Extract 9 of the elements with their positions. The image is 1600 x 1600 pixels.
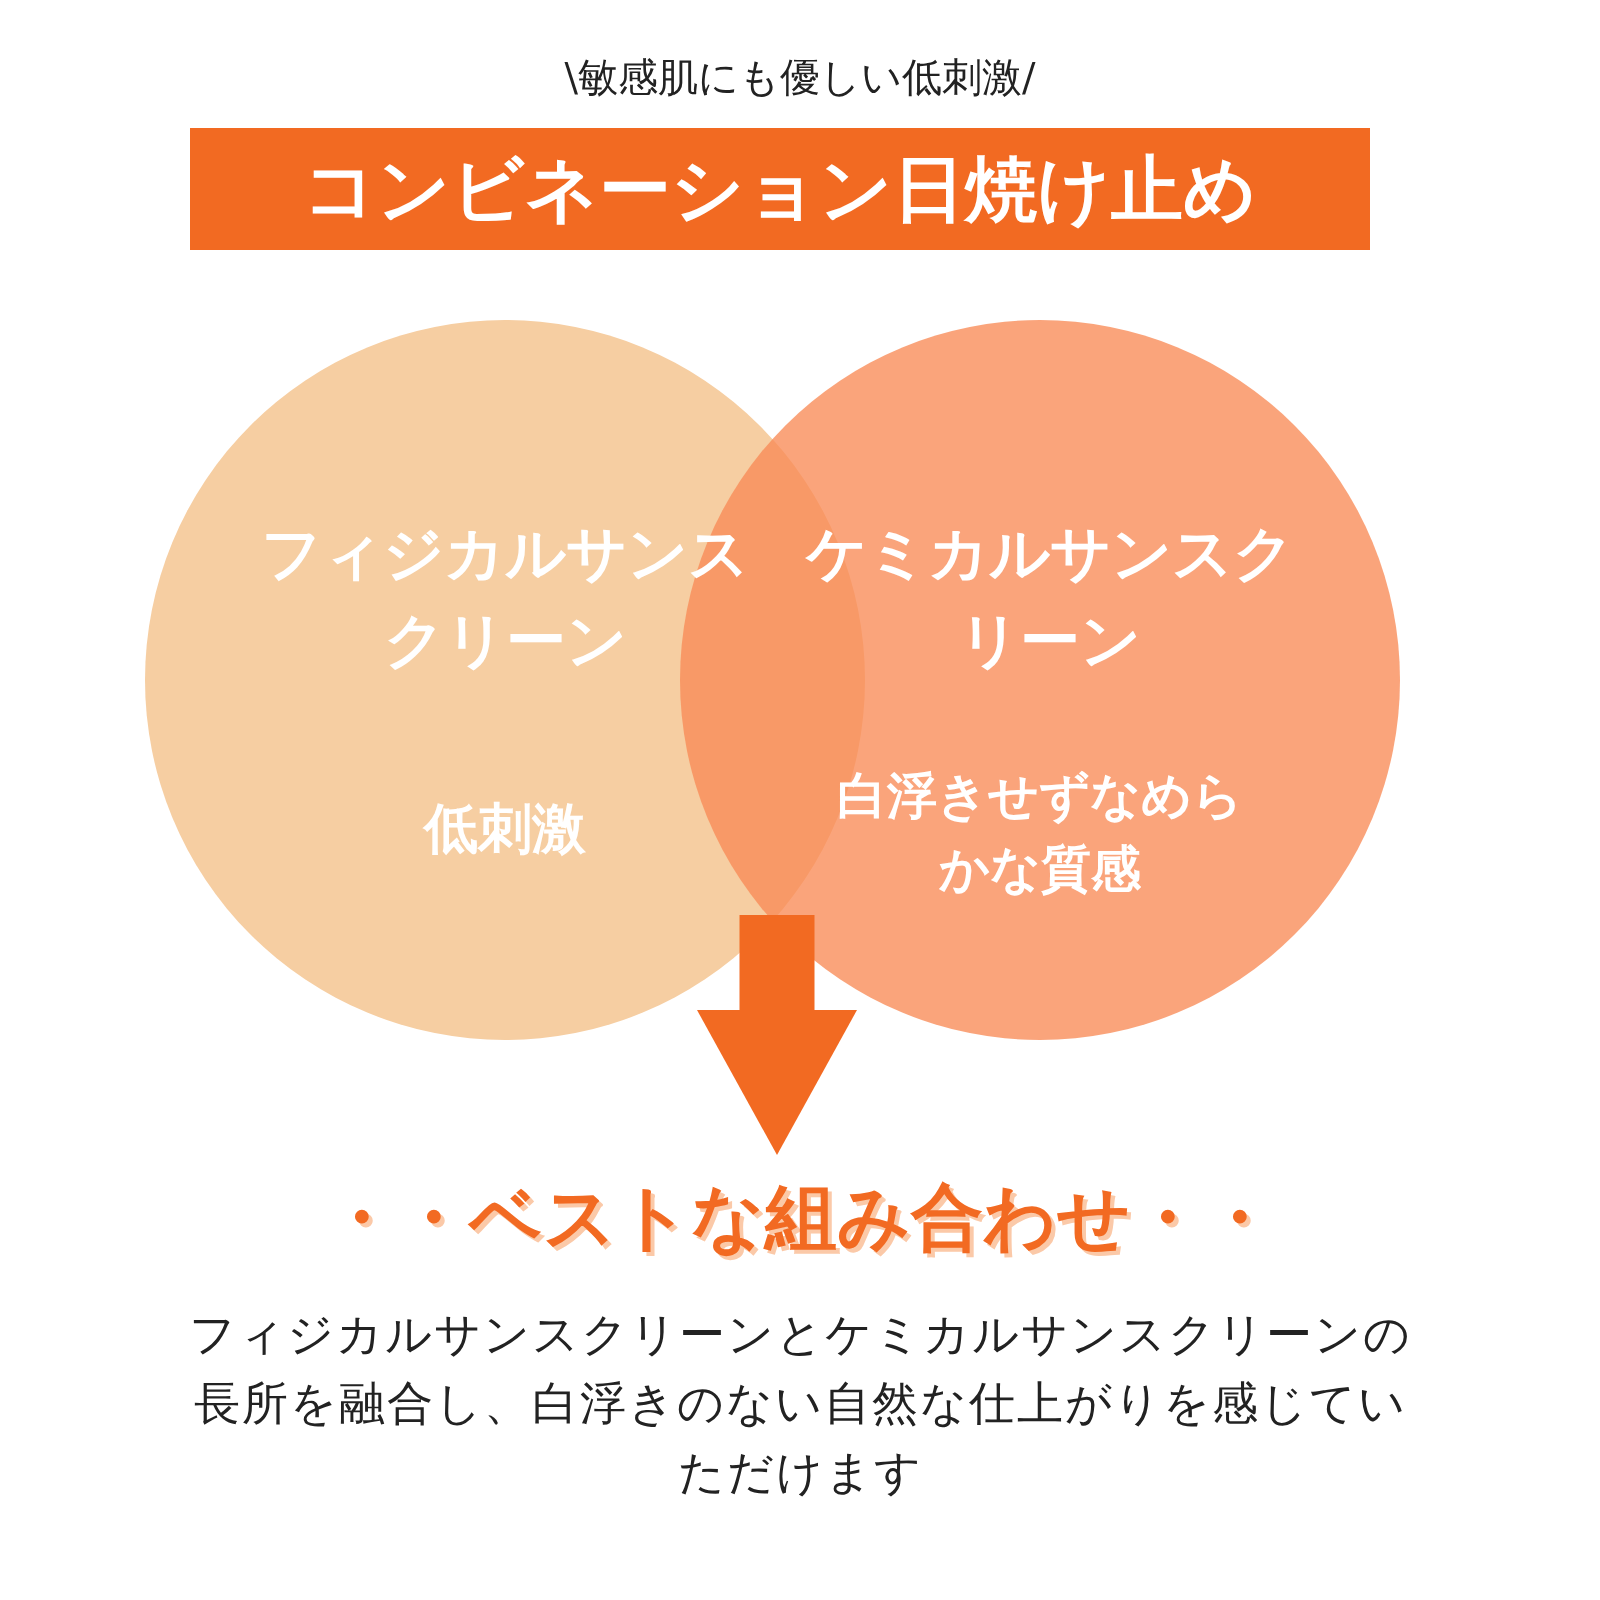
circle-heading: フィジカルサンスクリーン xyxy=(260,517,750,677)
tagline: \敏感肌にも優しい低刺激/ xyxy=(563,53,1037,102)
arrow xyxy=(697,915,857,1155)
feature-text: 低刺激 xyxy=(421,796,587,862)
circle-heading: ケミカルサンスクリーン xyxy=(804,517,1295,677)
title-banner: コンビネーション日焼け止め xyxy=(190,128,1370,250)
feature-text: 白浮きせずなめらかな質感 xyxy=(836,766,1244,900)
description-text: フィジカルサンスクリーンとケミカルサンスクリーンの長所を融合し、白浮きのない自然な仕上がりを感じていただけます xyxy=(187,1306,1413,1501)
result-heading: ・・ベストな組み合わせ・・ xyxy=(325,1174,1275,1261)
